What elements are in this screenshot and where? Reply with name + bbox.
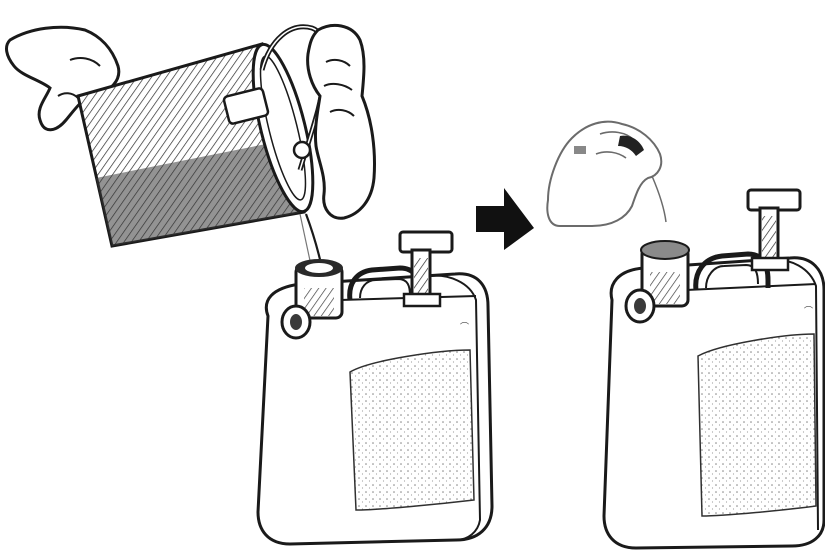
oil-container-capped: ⌒ <box>604 190 824 548</box>
mark-glyph: ⌒ <box>460 322 469 333</box>
mark-glyph: ⌒ <box>804 306 813 317</box>
oil-container-open: ⌒ <box>258 232 492 544</box>
pouring-scene <box>7 25 375 270</box>
capping-hand <box>547 122 666 226</box>
right-hand <box>308 25 375 218</box>
right-arrow-icon <box>476 188 534 250</box>
